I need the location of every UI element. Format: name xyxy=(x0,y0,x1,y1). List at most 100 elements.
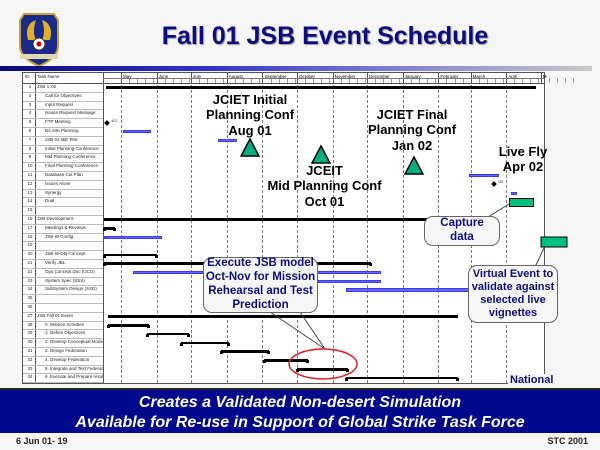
row-divider xyxy=(23,223,103,225)
task-bar xyxy=(103,235,163,239)
bar-end-cap xyxy=(267,351,271,355)
week-tick xyxy=(129,78,131,83)
task-name: 5. Integrate and Test Federation xyxy=(45,365,103,371)
week-tick xyxy=(418,78,420,83)
row-divider xyxy=(23,355,103,357)
row-divider xyxy=(23,171,103,172)
row-id: 27 xyxy=(27,312,33,318)
row-id: 8 xyxy=(28,145,32,151)
highlight-circle xyxy=(288,348,358,380)
month-gridline xyxy=(402,85,404,383)
month-gridline xyxy=(262,85,264,383)
task-name: SubSystem Design (SSD) xyxy=(45,286,97,292)
row-id: 3 xyxy=(28,101,32,107)
week-tick xyxy=(223,78,225,83)
row-divider xyxy=(23,311,103,313)
row-divider xyxy=(23,135,103,137)
bar-end-cap xyxy=(345,377,349,381)
bar-end-cap xyxy=(220,351,224,355)
id-column-header: ID xyxy=(25,74,30,79)
week-tick xyxy=(564,78,566,83)
week-tick xyxy=(426,78,428,83)
row-divider xyxy=(23,373,103,375)
milestone-triangle-mid xyxy=(310,144,332,164)
month-label: May xyxy=(123,74,132,79)
task-name: System Spec (SSS) xyxy=(45,277,85,283)
milestone-label: 4/3 xyxy=(497,179,504,185)
row-id: 33 xyxy=(27,365,33,371)
week-tick xyxy=(321,78,323,83)
row-divider xyxy=(23,382,103,384)
row-id: 25 xyxy=(27,295,33,301)
execute-pointer-b xyxy=(299,311,326,350)
row-id: 28 xyxy=(27,321,33,327)
week-tick xyxy=(242,78,244,83)
row-divider xyxy=(23,303,103,304)
summary-banner: Creates a Validated Non-desert Simulatio… xyxy=(0,388,600,433)
week-tick xyxy=(286,78,288,83)
row-divider xyxy=(23,153,103,155)
row-id: 9 xyxy=(28,154,32,160)
row-id: 26 xyxy=(27,304,33,309)
row-id: 22 xyxy=(27,268,33,274)
name-column-divider xyxy=(103,73,104,383)
row-id: 6 xyxy=(28,128,32,133)
row-divider xyxy=(23,329,103,331)
row-id: 29 xyxy=(27,330,33,336)
task-name: Dual xyxy=(45,198,55,204)
task-bar xyxy=(469,173,500,178)
task-name: JSB-1 '02 xyxy=(37,84,57,89)
row-id: 4 xyxy=(28,110,32,116)
task-bar xyxy=(317,279,381,283)
week-tick xyxy=(153,78,155,83)
month-label: October xyxy=(298,74,315,79)
banner-line-1: Creates a Validated Non-desert Simulatio… xyxy=(138,394,462,411)
task-name: JSB-W Obj Concept xyxy=(45,251,86,257)
page-title: Fall 01 JSB Event Schedule xyxy=(161,22,489,50)
month-label: April xyxy=(508,74,518,79)
week-tick xyxy=(207,78,209,83)
row-divider xyxy=(23,206,103,208)
task-name: 6. Execute and Prepare results xyxy=(45,374,103,380)
task-name: Final Planning Conference xyxy=(45,163,99,169)
month-label: August xyxy=(228,74,243,79)
row-divider xyxy=(23,250,103,252)
week-tick xyxy=(172,78,174,83)
week-tick xyxy=(548,78,550,83)
month-label: December xyxy=(369,74,390,79)
task-name: 0. Mission Activities xyxy=(45,321,85,327)
row-id: 31 xyxy=(27,348,33,353)
bar-end-cap xyxy=(146,333,150,337)
task-name: FTP Meeting xyxy=(45,119,71,125)
week-tick xyxy=(572,78,574,83)
row-id: 5 xyxy=(28,119,32,125)
month-gridline xyxy=(226,85,228,383)
name-column-header: Task Name xyxy=(37,74,60,79)
week-tick xyxy=(348,78,350,83)
row-id: 13 xyxy=(27,189,33,195)
row-id: 2 xyxy=(28,92,32,98)
row-divider xyxy=(23,232,103,234)
month-gridline xyxy=(332,85,334,383)
task-name: Initial Planning Conference xyxy=(45,145,99,151)
row-divider xyxy=(23,294,103,296)
live-fly-bar xyxy=(508,197,534,207)
task-name: JSB 01 I&E Test xyxy=(45,136,78,142)
month-label: January xyxy=(404,74,421,79)
row-id: 23 xyxy=(27,277,33,283)
callout-virtual-event: Virtual Event to validate against select… xyxy=(468,265,558,323)
row-divider xyxy=(23,127,103,128)
week-tick xyxy=(434,78,436,83)
week-tick xyxy=(446,78,448,83)
month-gridline xyxy=(156,85,158,383)
footer-org: STC 2001 xyxy=(547,436,588,446)
row-divider xyxy=(23,285,103,287)
virtual-event-bar xyxy=(540,236,568,248)
week-tick xyxy=(340,78,342,83)
week-tick xyxy=(145,78,147,83)
row-id: 32 xyxy=(27,356,33,362)
task-name: Issues Request Message xyxy=(45,110,96,116)
row-id: 7 xyxy=(28,136,32,142)
row-divider xyxy=(23,241,103,243)
